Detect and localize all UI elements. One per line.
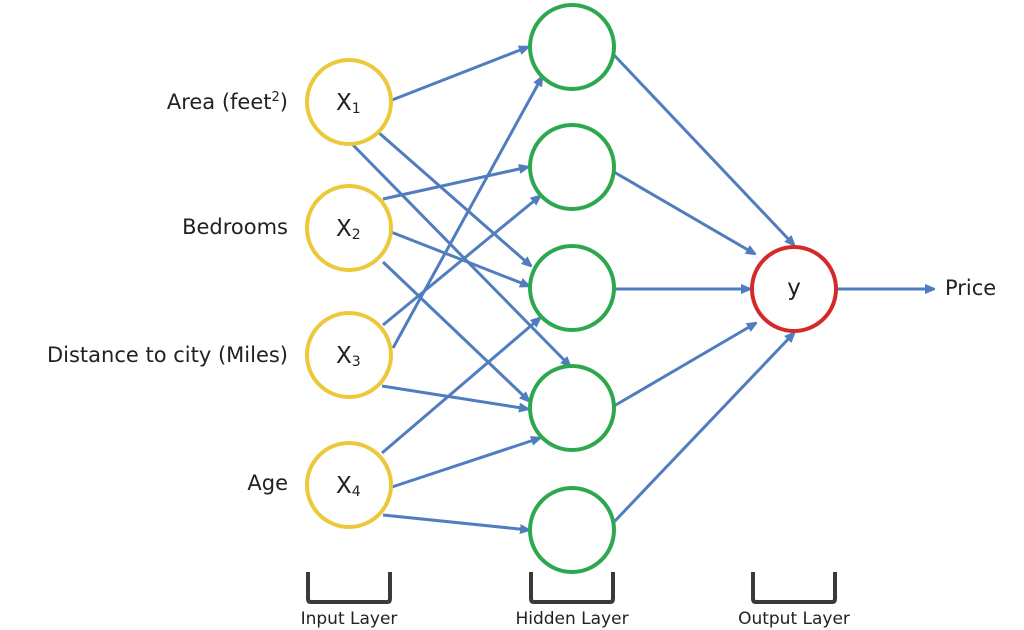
edge-h2-y — [613, 170, 755, 254]
output-node-y: y — [750, 245, 838, 333]
edge-x2-h3 — [390, 230, 529, 288]
feature-label-area: Area (feet2) — [167, 91, 288, 113]
edge-x3-h1 — [391, 77, 542, 349]
input-node-x4-circle — [305, 441, 393, 529]
feature-text: Distance to city (Miles) — [46, 343, 288, 367]
output-node-symbol: y — [787, 275, 801, 301]
layer-label-hidden: Hidden Layer — [515, 609, 629, 629]
feature-label-bedrooms: Bedrooms — [182, 217, 288, 238]
edge-x4-h5 — [382, 513, 529, 530]
output-label-price: Price — [945, 278, 996, 299]
input-node-x1-circle — [305, 58, 393, 146]
input-node-symbol: X4 — [336, 473, 361, 500]
layer-label-output: Output Layer — [738, 609, 850, 629]
feature-tail: ) — [279, 90, 288, 114]
edge-h1-y — [612, 53, 794, 245]
feature-label-age: Age — [247, 473, 288, 494]
input-node-x3: X3 — [305, 311, 393, 399]
input-node-x4: X4 — [305, 441, 393, 529]
hidden-node-h5 — [528, 486, 616, 574]
edge-x4-h3 — [381, 318, 540, 455]
layer-brackets — [306, 572, 837, 604]
feature-text: Age — [247, 471, 288, 495]
hidden-node-h4 — [528, 364, 616, 452]
bracket-output-layer — [751, 572, 837, 604]
edge-x2-h2 — [382, 167, 528, 201]
input-node-x2-circle — [305, 184, 393, 272]
edge-x1-h1 — [391, 45, 528, 102]
feature-text: Bedrooms — [182, 215, 288, 239]
feature-text: Area (feet — [166, 90, 272, 114]
edge-x3-h4 — [381, 384, 528, 409]
edge-x1-h4 — [351, 143, 570, 366]
hidden-node-h1-circle — [528, 3, 616, 91]
input-node-symbol: X3 — [336, 343, 361, 370]
edge-h4-y — [613, 323, 756, 408]
hidden-node-h3-circle — [528, 244, 616, 332]
input-node-x1: X1 — [305, 58, 393, 146]
bracket-input-layer — [306, 572, 392, 604]
hidden-node-h2 — [528, 123, 616, 211]
hidden-node-h1 — [528, 3, 616, 91]
edge-h5-y — [612, 333, 794, 524]
edges — [351, 45, 934, 530]
input-node-symbol: X2 — [336, 216, 361, 243]
feature-superscript: 2 — [271, 90, 280, 105]
input-node-x2: X2 — [305, 184, 393, 272]
input-node-symbol: X1 — [336, 90, 361, 117]
hidden-node-h2-circle — [528, 123, 616, 211]
layer-label-input: Input Layer — [300, 609, 398, 629]
output-text: Price — [945, 276, 997, 300]
edge-x3-h2 — [382, 196, 540, 327]
hidden-node-h3 — [528, 244, 616, 332]
hidden-node-h5-circle — [528, 486, 616, 574]
bracket-hidden-layer — [529, 572, 615, 604]
hidden-node-h4-circle — [528, 364, 616, 452]
input-node-x3-circle — [305, 311, 393, 399]
feature-label-distance: Distance to city (Miles) — [47, 345, 288, 366]
output-node-y-circle — [750, 245, 838, 333]
edge-x4-h4 — [391, 438, 540, 489]
edge-x1-h3 — [377, 130, 531, 266]
edge-x2-h4 — [381, 260, 529, 401]
